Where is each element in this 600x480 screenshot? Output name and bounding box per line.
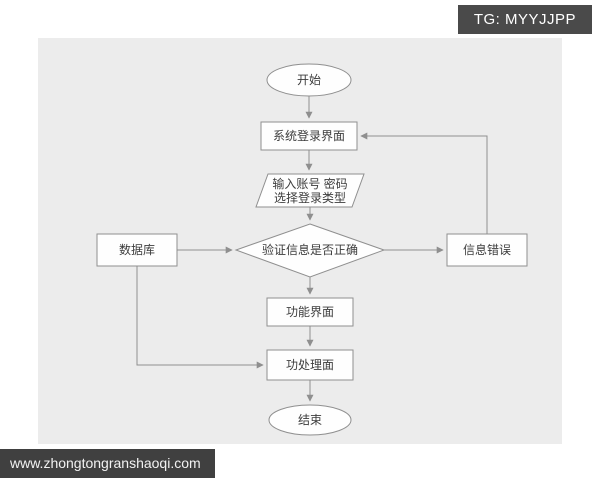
- login-screen-node: 系统登录界面: [260, 121, 358, 151]
- database-node-shape: [96, 233, 178, 267]
- arrow-database-to-process: [136, 266, 264, 369]
- input-node-line1: 输入账号 密码: [272, 176, 347, 191]
- arrow-error-to-login: [360, 132, 488, 234]
- start-node-label: 开始: [297, 73, 321, 87]
- login-screen-label: 系统登录界面: [273, 128, 345, 143]
- process-screen-label: 功处理面: [286, 358, 334, 372]
- website-watermark-badge: www.zhongtongranshaoqi.com: [0, 449, 215, 478]
- end-node-shape: [268, 404, 352, 436]
- database-node-label: 数据库: [119, 242, 155, 257]
- error-node-shape: [446, 233, 528, 267]
- end-node: 结束: [268, 404, 352, 436]
- process-screen-node: 功处理面: [266, 349, 354, 381]
- input-node-line2: 选择登录类型: [274, 190, 346, 205]
- login-screen-shape: [260, 121, 358, 151]
- start-node: 开始: [266, 63, 352, 97]
- verify-decision-shape: [234, 223, 386, 278]
- input-node: 输入账号 密码 选择登录类型: [255, 173, 365, 208]
- error-node: 信息错误: [446, 233, 528, 267]
- input-node-shape: [255, 173, 365, 208]
- tg-watermark-badge: TG: MYYJJPP: [457, 5, 592, 34]
- database-node: 数据库: [96, 233, 178, 267]
- function-screen-shape: [266, 297, 354, 327]
- function-screen-node: 功能界面: [266, 297, 354, 327]
- error-node-label: 信息错误: [463, 242, 511, 257]
- verify-decision-node: 验证信息是否正确: [234, 223, 386, 278]
- end-node-label: 结束: [298, 413, 322, 427]
- function-screen-label: 功能界面: [286, 305, 334, 319]
- start-node-shape: [266, 63, 352, 97]
- verify-decision-label: 验证信息是否正确: [262, 242, 358, 257]
- process-screen-shape: [266, 349, 354, 381]
